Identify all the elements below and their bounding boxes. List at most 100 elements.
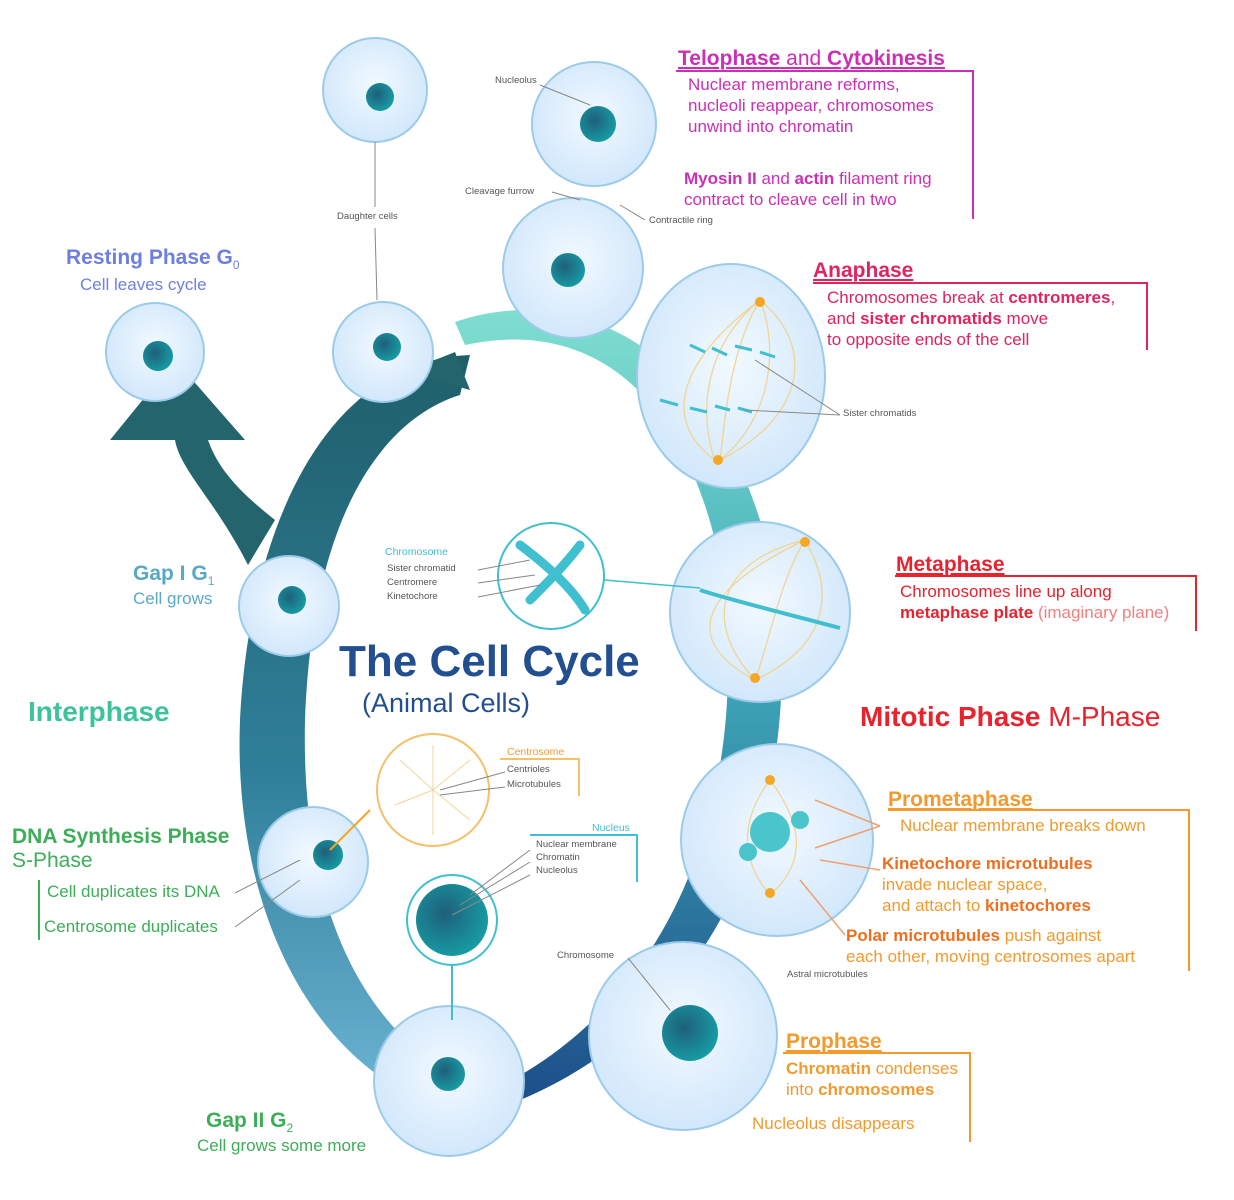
- anaphase-l1-post: ,: [1110, 288, 1116, 307]
- telophase-line1: Nuclear membrane reforms,: [688, 75, 900, 94]
- nucleus-detail-box: [530, 834, 638, 882]
- gap2-title-text: Gap II G: [206, 1109, 287, 1132]
- diagram-title: The Cell Cycle: [339, 637, 640, 686]
- metaphase-l2-bold: metaphase plate: [900, 603, 1034, 622]
- sister-chromatids-label: Sister chromatids: [843, 408, 917, 419]
- anaphase-cell: [636, 263, 826, 489]
- prometaphase-title: Prometaphase: [888, 788, 1033, 811]
- centrosome-item-centrioles: Centrioles: [507, 764, 550, 775]
- prometaphase-line4: and attach to kinetochores: [882, 896, 1091, 915]
- prophase-bracket: [783, 1052, 971, 1142]
- chromatid-marks: [659, 343, 841, 630]
- anaphase-line2: and sister chromatids move: [827, 309, 1049, 328]
- contractile-ring-label: Contractile ring: [649, 215, 713, 226]
- ring-rest: filament ring: [834, 169, 932, 188]
- nucleus-item-membrane: Nuclear membrane: [536, 839, 617, 850]
- prometaphase-l4-bold: kinetochores: [985, 896, 1091, 915]
- astral-microtubules-label: Astral microtubules: [787, 969, 868, 980]
- cycle-arrow-head: [405, 352, 470, 390]
- connector-lines: [234, 84, 841, 1011]
- gap2-title: Gap II G2: [206, 1109, 294, 1136]
- nucleus-item-nucleolus: Nucleolus: [536, 865, 578, 876]
- ring-and: and: [756, 169, 795, 188]
- synthesis-subtitle: S-Phase: [12, 849, 93, 872]
- prometaphase-line3: invade nuclear space,: [882, 875, 1048, 894]
- anaphase-l2-bold: sister chromatids: [860, 309, 1002, 328]
- prophase-chromosome-label: Chromosome: [557, 950, 615, 961]
- daughter-cells-label: Daughter cells: [337, 211, 398, 222]
- resting-title: Resting Phase G0: [66, 246, 240, 273]
- prometaphase-l5-rest: push against: [999, 926, 1102, 945]
- anaphase-l2-pre: and: [827, 309, 861, 328]
- telophase-title-part2: Cytokinesis: [827, 47, 945, 70]
- prophase-line3: Nucleolus disappears: [752, 1114, 915, 1133]
- mitotic-arc: [455, 310, 782, 1100]
- telophase-ring-line2: contract to cleave cell in two: [684, 190, 897, 209]
- centrosome-inset-title: Centrosome: [507, 746, 565, 758]
- anaphase-title: Anaphase: [813, 259, 914, 282]
- synthesis-line2: Centrosome duplicates: [44, 917, 218, 936]
- telophase-bracket: [676, 70, 974, 219]
- synthesis-title: DNA Synthesis Phase: [12, 825, 230, 848]
- mitotic-phase-label: Mitotic Phase M-Phase: [860, 701, 1161, 732]
- interphase-label: Interphase: [28, 696, 170, 727]
- gap1-desc: Cell grows: [133, 589, 213, 608]
- g0-exit-arrow: [110, 360, 275, 565]
- gap1-subscript: 1: [207, 574, 215, 589]
- telophase-title: Telophase and Cytokinesis: [678, 47, 945, 71]
- telophase-title-part1: Telophase: [678, 47, 781, 70]
- prometaphase-line6: each other, moving centrosomes apart: [846, 947, 1136, 966]
- anaphase-l2-post: move: [1001, 309, 1049, 328]
- nucleus-item-chromatin: Chromatin: [536, 852, 580, 863]
- anaphase-l1-bold: centromeres: [1008, 288, 1111, 307]
- prometaphase-chromosomes: [739, 811, 809, 861]
- gap2-desc: Cell grows some more: [197, 1136, 367, 1155]
- resting-desc: Cell leaves cycle: [80, 275, 207, 294]
- cell-icons: [105, 37, 874, 1157]
- nucleus-inset-title: Nucleus: [592, 822, 630, 834]
- prophase-line1: Chromatin condenses: [786, 1059, 958, 1078]
- anaphase-l1-pre: Chromosomes break at: [827, 288, 1009, 307]
- ring-bold2: actin: [794, 169, 835, 188]
- chromosome-item-kinetochore: Kinetochore: [387, 591, 438, 602]
- telophase-line3: unwind into chromatin: [688, 117, 854, 136]
- mitotic-bold: Mitotic Phase: [860, 701, 1041, 732]
- anaphase-line3: to opposite ends of the cell: [827, 330, 1030, 349]
- prometaphase-bracket: [888, 809, 1190, 971]
- nucleolus-label: Nucleolus: [495, 75, 537, 86]
- anaphase-bracket: [813, 282, 1148, 350]
- chromosome-inset-title: Chromosome: [385, 546, 449, 558]
- synthesis-cell: [257, 806, 369, 918]
- telophase-line2: nucleoli reappear, chromosomes: [688, 96, 934, 115]
- prometaphase-l2-bold: Kinetochore microtubules: [882, 854, 1093, 873]
- prometaphase-pointers: [799, 799, 881, 936]
- centrosome-item-microtubules: Microtubules: [507, 779, 561, 790]
- interphase-arc: [239, 355, 520, 1115]
- telophase-ring-line1: Myosin II and actin filament ring: [684, 169, 932, 188]
- synthesis-line1: Cell duplicates its DNA: [47, 882, 220, 901]
- ring-bold1: Myosin II: [684, 169, 757, 188]
- metaphase-line2: metaphase plate (imaginary plane): [900, 603, 1170, 622]
- centrosome-detail-box: [500, 758, 580, 796]
- prophase-l1-bold: Chromatin: [786, 1059, 871, 1078]
- prophase-title: Prophase: [786, 1030, 882, 1053]
- gap1-title-text: Gap I G: [133, 562, 208, 585]
- metaphase-title: Metaphase: [896, 553, 1005, 576]
- prometaphase-l5-bold: Polar microtubules: [846, 926, 1000, 945]
- resting-subscript: 0: [232, 258, 240, 273]
- metaphase-l2-rest: (imaginary plane): [1033, 603, 1170, 622]
- prometaphase-line2: Kinetochore microtubules: [882, 854, 1093, 873]
- gap2-subscript: 2: [286, 1121, 294, 1136]
- telophase-title-and: and: [780, 47, 828, 70]
- prometaphase-line5: Polar microtubules push against: [846, 926, 1102, 945]
- chromosome-item-sister: Sister chromatid: [387, 563, 456, 574]
- chromosome-item-centromere: Centromere: [387, 577, 438, 588]
- synthesis-bracket-left: [38, 880, 40, 940]
- prophase-l2-pre: into: [786, 1080, 819, 1099]
- prophase-line2: into chromosomes: [786, 1080, 934, 1099]
- mitotic-rest: M-Phase: [1040, 701, 1161, 732]
- resting-title-text: Resting Phase G: [66, 246, 233, 269]
- diagram-subtitle: (Animal Cells): [362, 688, 531, 718]
- chromosome-shape: [515, 540, 590, 615]
